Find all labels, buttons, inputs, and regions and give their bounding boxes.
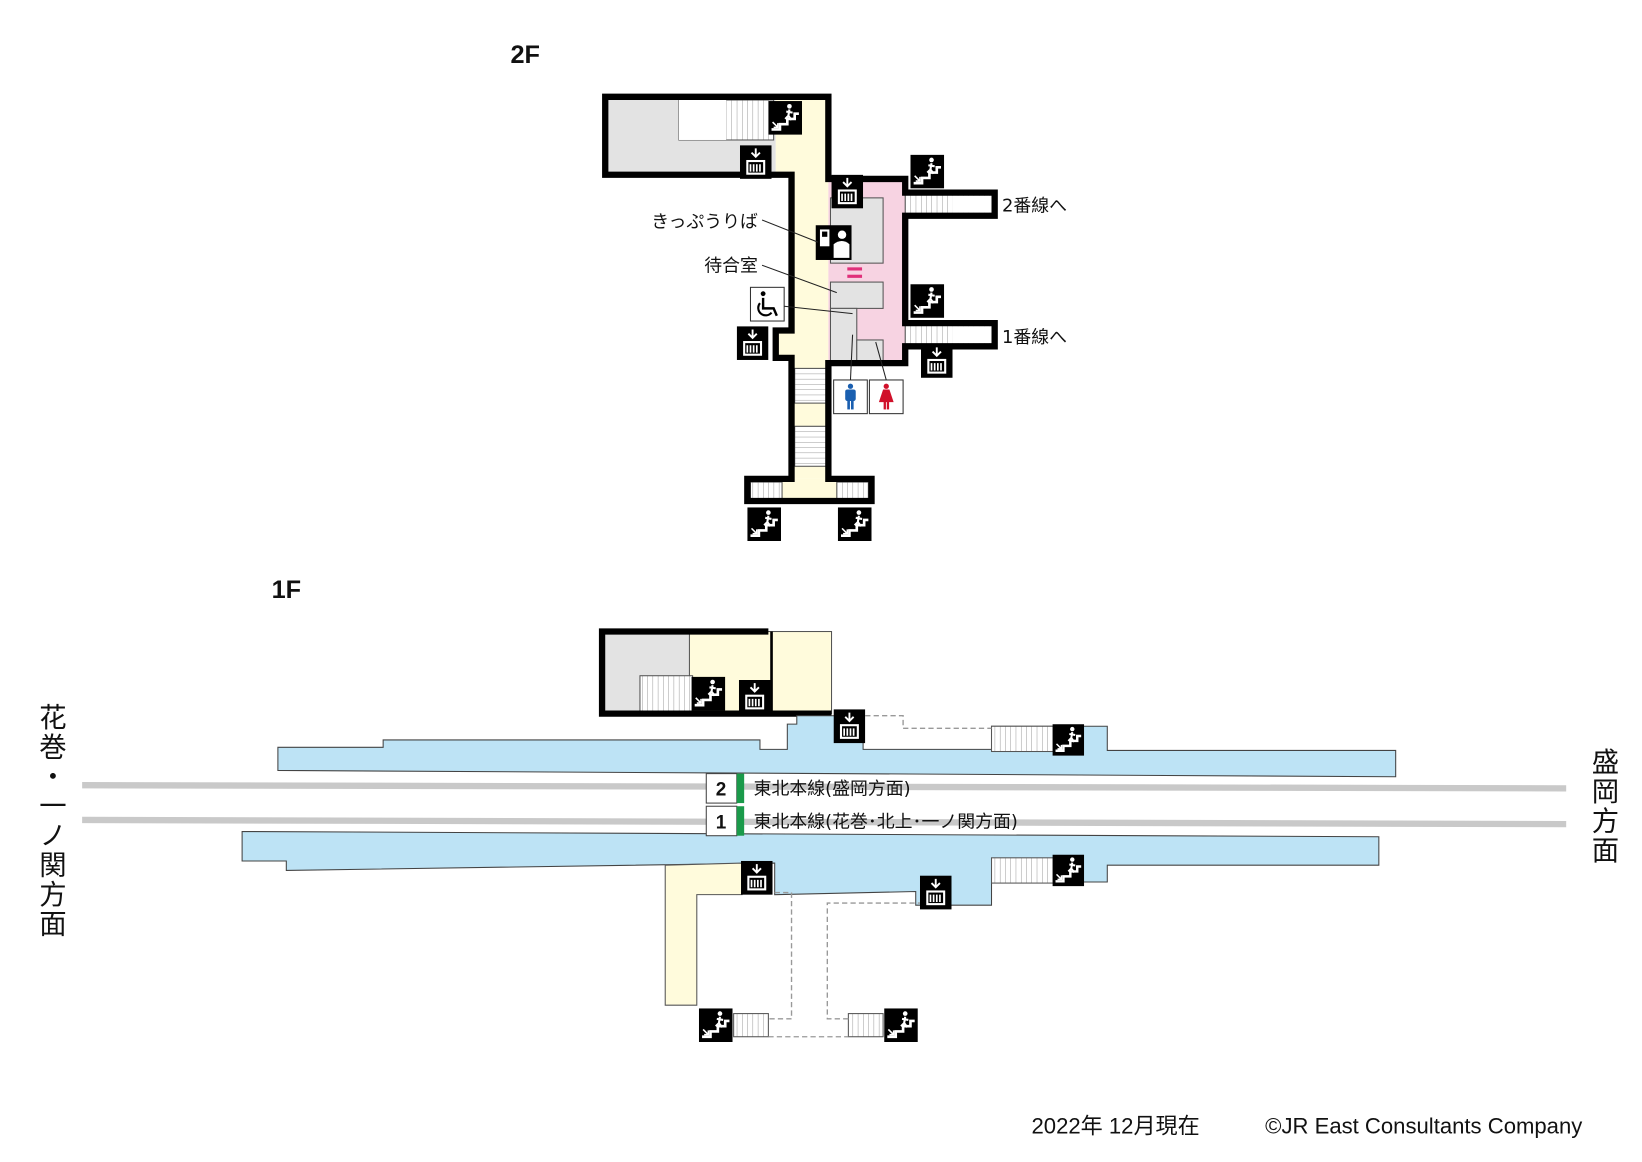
floor-label-1f: 1F bbox=[272, 576, 301, 604]
staircase bbox=[836, 481, 869, 500]
track-1 bbox=[82, 816, 1567, 828]
ticket-office-icon bbox=[815, 225, 852, 260]
staircase bbox=[794, 367, 827, 404]
stairs-icon bbox=[1052, 724, 1085, 756]
staircase bbox=[639, 675, 694, 714]
track-name: 東北本線(花巻･北上･一ノ関方面) bbox=[754, 811, 1018, 832]
elevator-icon bbox=[833, 708, 866, 745]
label-waiting-room: 待合室 bbox=[704, 256, 758, 277]
mens-toilet-icon bbox=[833, 379, 868, 415]
direction-left: 花巻・一ノ関方面 bbox=[34, 703, 67, 939]
staircase bbox=[733, 1013, 769, 1038]
label-to-track-2: 2番線へ bbox=[1002, 196, 1067, 217]
elevator-icon bbox=[741, 859, 773, 896]
staircase bbox=[749, 481, 783, 500]
label-to-track-1: 1番線へ bbox=[1002, 327, 1067, 348]
womens-toilet-icon bbox=[868, 379, 904, 415]
track-name: 東北本線(盛岡方面) bbox=[754, 779, 911, 800]
track-number: 1 bbox=[716, 812, 727, 833]
wall bbox=[598, 628, 832, 717]
track-2 bbox=[82, 782, 1567, 792]
floor-2f-plan bbox=[602, 93, 998, 542]
gate-marker bbox=[847, 274, 863, 278]
stairs-icon bbox=[698, 1008, 733, 1043]
floor-label-2f: 2F bbox=[511, 41, 540, 69]
passage bbox=[664, 862, 743, 1006]
track-sign-2: 2 東北本線(盛岡方面) bbox=[705, 773, 911, 804]
elevator-icon bbox=[831, 174, 864, 209]
direction-right: 盛岡方面 bbox=[1586, 747, 1618, 865]
stairs-icon bbox=[691, 676, 726, 711]
staircase bbox=[990, 725, 1056, 753]
elevator-icon bbox=[919, 874, 952, 911]
staircase bbox=[794, 425, 827, 467]
staircase bbox=[847, 1013, 884, 1038]
stairs-icon bbox=[910, 154, 945, 189]
stairs-icon bbox=[884, 1008, 918, 1043]
wheelchair-icon bbox=[749, 286, 785, 322]
track-number: 2 bbox=[716, 780, 727, 801]
gate-marker bbox=[847, 267, 863, 271]
stairs-icon bbox=[910, 284, 945, 318]
stairs-icon bbox=[768, 101, 803, 135]
elevator-icon bbox=[739, 145, 772, 179]
floor-1f-plan bbox=[82, 628, 1567, 1043]
label-ticket-office: きっぷうりば bbox=[651, 211, 758, 232]
wall bbox=[602, 93, 998, 505]
stairs-icon bbox=[747, 507, 782, 542]
elevator-icon bbox=[736, 326, 769, 360]
stairs-icon bbox=[837, 507, 872, 542]
waiting-room bbox=[829, 281, 884, 309]
track-sign-1: 1 東北本線(花巻･北上･一ノ関方面) bbox=[705, 805, 1018, 837]
toilet-room bbox=[856, 339, 884, 364]
stairs-icon bbox=[1052, 854, 1085, 887]
footer-date: 2022年 12月現在 bbox=[1032, 1114, 1200, 1139]
elevator-icon bbox=[920, 344, 953, 378]
footer-copyright: ©JR East Consultants Company bbox=[1265, 1114, 1582, 1139]
platform-track-1 bbox=[241, 830, 1380, 906]
staircase bbox=[990, 857, 1056, 884]
elevator-icon bbox=[738, 679, 771, 714]
